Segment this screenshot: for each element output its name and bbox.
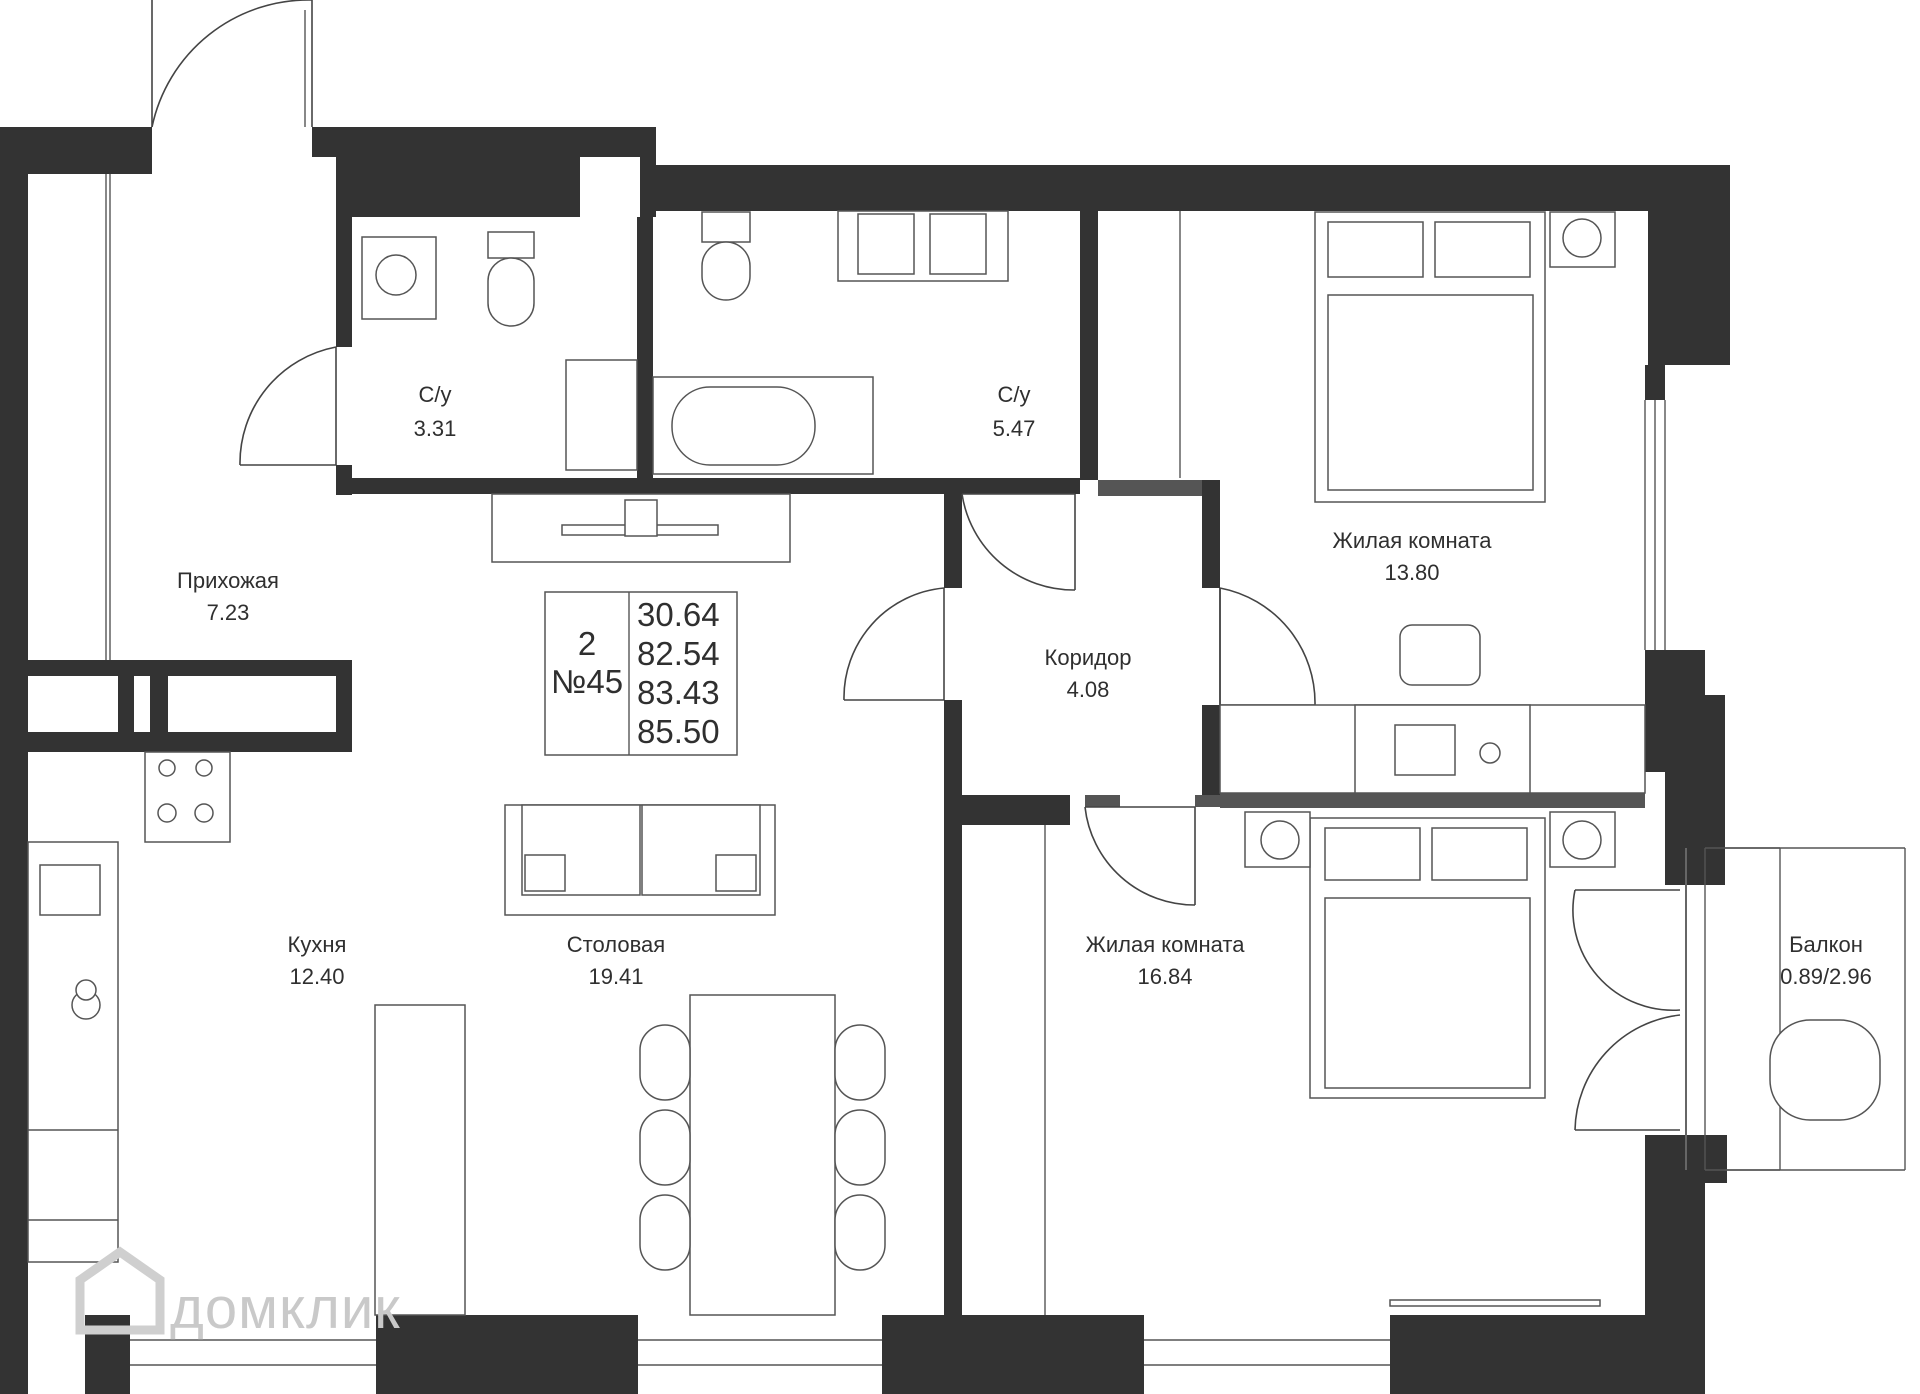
windows (130, 400, 1781, 1366)
apartment-number: №45 (551, 663, 623, 700)
bedroom2-name: Жилая комната (1086, 932, 1246, 957)
walls (0, 127, 1730, 1394)
bedroom2-area: 16.84 (1137, 964, 1192, 989)
wc2-area: 5.47 (993, 416, 1036, 441)
area-value-3: 83.43 (637, 674, 720, 711)
hall-name: Прихожая (177, 568, 279, 593)
area-value-2: 82.54 (637, 635, 720, 672)
watermark: домклик (75, 1246, 401, 1341)
corridor-area: 4.08 (1067, 677, 1110, 702)
watermark-logo-icon (75, 1246, 165, 1335)
rooms-count: 2 (578, 625, 596, 662)
doors (239, 346, 1681, 1131)
bedroom1-name: Жилая комната (1333, 528, 1493, 553)
balcony-area: 0.89/2.96 (1780, 964, 1872, 989)
hall-area: 7.23 (207, 600, 250, 625)
dining-area: 19.41 (588, 964, 643, 989)
corridor-name: Коридор (1045, 645, 1132, 670)
area-value-1: 30.64 (637, 596, 720, 633)
furniture (27, 210, 1881, 1316)
entrance-door (151, 0, 313, 135)
kitchen-area: 12.40 (289, 964, 344, 989)
dining-name: Столовая (567, 932, 665, 957)
bedroom1-area: 13.80 (1384, 560, 1439, 585)
balcony-frame (1725, 847, 1906, 1171)
wc1-name: С/у (419, 382, 452, 407)
wc1-area: 3.31 (414, 416, 457, 441)
info-box: 2 №45 30.64 82.54 83.43 85.50 (551, 596, 720, 750)
hall-wardrobe (105, 174, 111, 660)
watermark-text: домклик (170, 1276, 401, 1341)
balcony-name: Балкон (1789, 932, 1863, 957)
wc2-name: С/у (998, 382, 1031, 407)
kitchen-name: Кухня (288, 932, 347, 957)
area-value-4: 85.50 (637, 713, 720, 750)
room-labels: С/у 3.31 С/у 5.47 Прихожая 7.23 Коридор … (177, 382, 1872, 989)
